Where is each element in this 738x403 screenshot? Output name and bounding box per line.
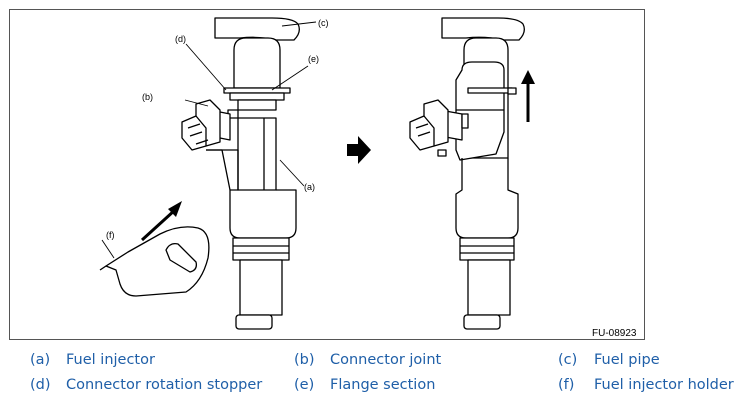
callout-f: (f) [106,230,115,240]
legend-key: (f) [558,377,575,393]
left-assembly [181,17,317,330]
connector-joint-left [181,99,231,151]
nozzle-right [467,259,511,316]
callout-e: (e) [308,54,319,64]
injector-removal-diagram: (c) (d) (e) (b) (a) (f) FU-08923 [99,17,637,339]
holder-installed [455,61,505,161]
legend-label: Fuel injector holder [594,377,734,393]
nozzle-left [239,259,283,316]
legend-key: (b) [294,352,315,368]
connector-joint-right [409,99,469,157]
direction-arrow-diagonal [140,201,182,242]
legend-item-f: (f) Fuel injector holder [558,377,734,393]
legend-label: Connector rotation stopper [66,377,263,393]
legend-key: (e) [294,377,315,393]
right-assembly [409,17,525,330]
legend-item-d: (d) Connector rotation stopper [30,377,262,393]
fuel-pipe-right [441,17,525,41]
legend-item-b: (b) Connector joint [294,352,441,368]
legend-label: Flange section [330,377,436,393]
injector-mid-body-left [227,99,277,191]
legend-label: Fuel injector [66,352,155,368]
direction-arrow-up [521,70,535,122]
injector-holder [99,226,210,297]
legend-label: Connector joint [330,352,442,368]
legend-item-e: (e) Flange section [294,377,435,393]
legend-key: (c) [558,352,578,368]
legend-item-a: (a) Fuel injector [30,352,155,368]
callout-b: (b) [142,92,153,102]
legend-label: Fuel pipe [594,352,660,368]
flange-section-left [223,87,291,94]
injector-upper-body-left [233,37,281,89]
callout-a: (a) [304,182,315,192]
legend-key: (d) [30,377,51,393]
legend-item-c: (c) Fuel pipe [558,352,660,368]
fuel-pipe-left [214,17,300,41]
figure-code: FU-08923 [592,328,637,339]
transition-arrow [347,136,371,164]
diagram-figure: (c) (d) (e) (b) (a) (f) FU-08923 [9,9,645,340]
callout-c: (c) [318,18,329,28]
callout-d: (d) [175,34,186,44]
legend-key: (a) [30,352,51,368]
